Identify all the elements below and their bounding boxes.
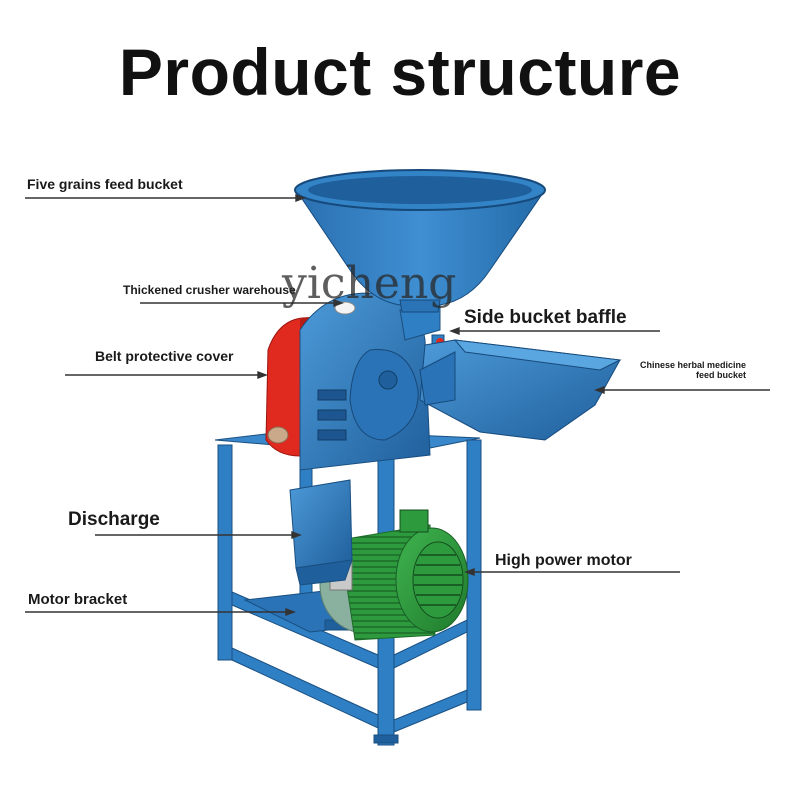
label-five-grains-feed-bucket: Five grains feed bucket <box>27 176 183 192</box>
watermark: yicheng <box>282 258 457 309</box>
label-herbal-line2: feed bucket <box>696 370 747 380</box>
label-thickened-crusher-warehouse: Thickened crusher warehouse <box>123 283 296 297</box>
label-side-bucket-baffle: Side bucket baffle <box>464 307 627 328</box>
label-herbal-feed-bucket: Chinese herbal medicine feed bucket <box>640 360 746 380</box>
herbal-feed-tray-graphic <box>419 339 622 441</box>
crusher-housing <box>299 292 445 471</box>
label-high-power-motor: High power motor <box>495 552 632 569</box>
label-herbal-line1: Chinese herbal medicine <box>640 360 747 370</box>
label-motor-bracket: Motor bracket <box>28 591 128 608</box>
label-belt-protective-cover: Belt protective cover <box>95 348 234 364</box>
discharge-chute <box>289 479 353 586</box>
motor-graphic <box>319 509 469 641</box>
page-title: Product structure <box>118 35 682 109</box>
leader-lines <box>25 193 770 617</box>
feed-bucket-graphic <box>294 169 546 313</box>
label-discharge: Discharge <box>68 509 160 530</box>
